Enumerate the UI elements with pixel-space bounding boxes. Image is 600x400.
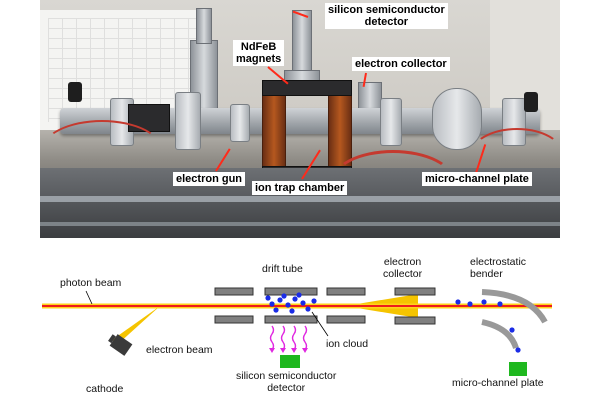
label-electron-collector: electron collector: [352, 57, 450, 71]
ion: [296, 292, 302, 298]
label-electron-beam: electron beam: [146, 344, 213, 356]
xray-arrowhead: [291, 348, 297, 353]
xray-arrowhead: [280, 348, 286, 353]
drift-tube-electrode: [326, 315, 366, 324]
xray-emissions: [269, 325, 308, 351]
xray: [280, 325, 286, 351]
ion: [285, 302, 291, 308]
label-cathode: cathode: [86, 383, 124, 395]
magnet-yoke-top: [262, 80, 352, 96]
red-cable-3: [330, 150, 456, 216]
collector-electrode-top: [394, 287, 436, 296]
ion: [497, 301, 503, 307]
label-electron-collector: electron collector: [383, 256, 423, 280]
label-silicon-detector: silicon semiconductor detector: [236, 370, 337, 394]
label-ion-trap-chamber: ion trap chamber: [252, 181, 348, 195]
electron-beam-wedge: [112, 306, 160, 344]
drift-tube-electrode: [214, 287, 254, 296]
xray: [269, 325, 275, 351]
schematic-svg: [42, 287, 552, 376]
label-drift-tube: drift tube: [262, 263, 303, 275]
xray-arrowhead: [269, 348, 275, 353]
label-ion-cloud: ion cloud: [326, 338, 369, 350]
ion: [305, 306, 311, 312]
ion: [269, 301, 275, 307]
valve-knob-right: [524, 92, 538, 112]
gun-tower-top: [196, 8, 212, 44]
ion: [300, 300, 306, 306]
frame-rail: [40, 196, 560, 202]
drift-tube-electrode: [264, 287, 318, 296]
xray-arrowhead: [302, 348, 308, 353]
ion: [515, 347, 521, 353]
bender-arc-outer: [481, 289, 548, 324]
extracted-ions: [455, 299, 521, 353]
red-cable-1: [40, 120, 164, 184]
drift-tube-electrode: [214, 315, 254, 324]
flange-collector: [380, 98, 402, 146]
ion: [277, 297, 283, 303]
ion: [455, 299, 461, 305]
xray: [291, 325, 297, 351]
ion: [292, 296, 298, 302]
label-electrostatic-bender: electrostatic bender: [470, 256, 527, 280]
schematic-diagram: photon beam drift tube electron collecto…: [0, 238, 600, 400]
label-photon-beam: photon beam: [60, 277, 122, 289]
ion: [281, 293, 287, 299]
valve-knob-left: [68, 82, 82, 102]
flange-mcp-1: [432, 88, 482, 150]
leader-ion-cloud: [311, 311, 329, 337]
ion: [273, 307, 279, 313]
flange-gun: [175, 92, 201, 150]
cathode: [108, 334, 133, 356]
apparatus-photo: NdFeB magnets silicon semiconductor dete…: [40, 0, 560, 238]
label-ndfeb-magnets: NdFeB magnets: [233, 40, 285, 66]
ion: [311, 298, 317, 304]
xray-arrowheads: [269, 348, 308, 353]
ndfeb-magnet-left: [262, 84, 286, 178]
red-cable-2: [470, 128, 560, 182]
drift-tube-electrode: [326, 287, 366, 296]
collector-electrode-bottom: [394, 316, 436, 325]
ion: [481, 299, 487, 305]
label-silicon-detector: silicon semiconductor detector: [325, 3, 448, 29]
frame-rail-lower: [40, 222, 560, 226]
ion-cloud: [265, 292, 317, 314]
drift-tube-electrode: [264, 315, 318, 324]
ion: [509, 327, 515, 333]
label-micro-channel-plate: micro-channel plate: [452, 377, 544, 389]
label-electron-gun: electron gun: [173, 172, 246, 186]
ion: [467, 301, 473, 307]
ion: [265, 295, 271, 301]
flange-center: [230, 104, 250, 142]
silicon-detector: [280, 355, 300, 368]
label-micro-channel-plate: micro-channel plate: [422, 172, 532, 186]
bender-arc-inner: [481, 319, 519, 350]
ion: [289, 308, 295, 314]
micro-channel-plate: [509, 362, 527, 376]
xray: [302, 325, 308, 351]
leader-photon-beam: [85, 290, 93, 305]
